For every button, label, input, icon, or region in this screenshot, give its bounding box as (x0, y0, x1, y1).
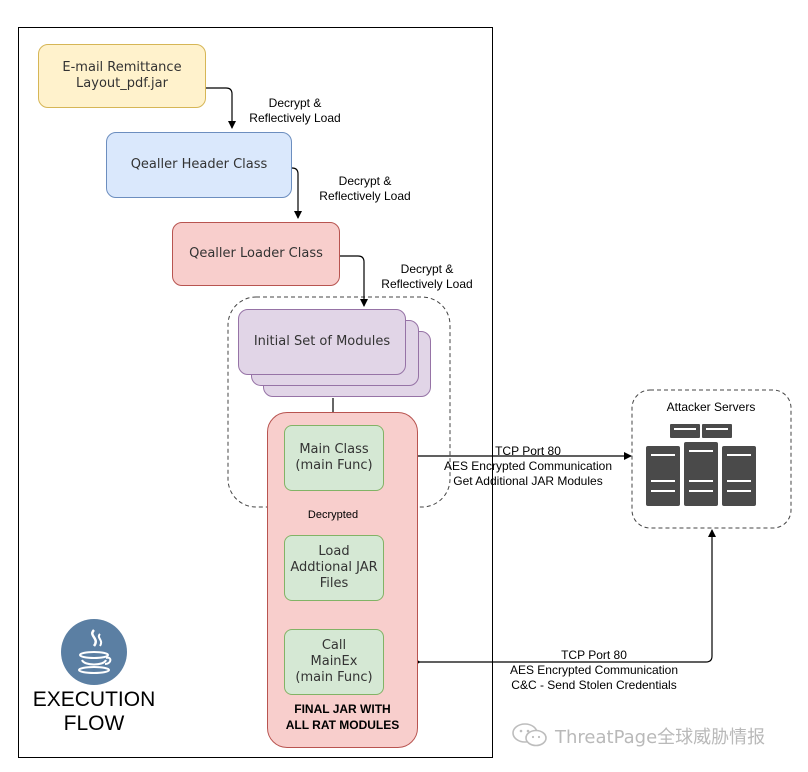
load-jar-node: Load Addtional JAR Files (284, 535, 384, 601)
main-class-node: Main Class (main Func) (284, 425, 384, 491)
email-jar-node: E-mail Remittance Layout_pdf.jar (38, 44, 206, 108)
wechat-icon (512, 723, 547, 747)
loader-class-node: Qealler Loader Class (172, 222, 340, 286)
server-group-outline (631, 389, 792, 529)
java-logo-icon (61, 619, 127, 685)
loader-class-label: Qealler Loader Class (189, 246, 323, 261)
edge-label-decrypt-3: Decrypt & Reflectively Load (381, 262, 473, 291)
edge-label-decrypt-1: Decrypt & Reflectively Load (249, 96, 341, 125)
initial-modules-node: Initial Set of Modules (238, 309, 406, 375)
edge-label-tcp-1: TCP Port 80 AES Encrypted Communication … (443, 444, 613, 488)
execution-frame (18, 27, 493, 758)
attacker-servers-label: Attacker Servers (666, 400, 756, 414)
edge-label-decrypted: Decrypted (298, 508, 368, 523)
call-mainex-label: Call MainEx (main Func) (295, 638, 373, 685)
email-jar-label: E-mail Remittance Layout_pdf.jar (62, 60, 182, 91)
main-class-label: Main Class (main Func) (295, 442, 373, 473)
edge-header-to-loader (291, 167, 302, 219)
execution-flow-title: EXECUTION FLOW (32, 688, 156, 735)
edge-loader-to-modules (340, 255, 368, 307)
server-rack-icon (646, 424, 756, 506)
edge-email-to-header (205, 87, 236, 129)
edge-call-to-servers (413, 529, 716, 666)
edge-label-tcp-2: TCP Port 80 AES Encrypted Communication … (509, 648, 679, 692)
initial-modules-label: Initial Set of Modules (253, 334, 391, 349)
call-mainex-node: Call MainEx (main Func) (284, 629, 384, 695)
load-jar-label: Load Addtional JAR Files (290, 544, 378, 591)
final-jar-label: FINAL JAR WITH ALL RAT MODULES (285, 702, 400, 732)
header-class-node: Qealler Header Class (106, 132, 292, 198)
watermark-text: ThreatPage全球威胁情报 (555, 727, 766, 748)
edge-label-decrypt-2: Decrypt & Reflectively Load (319, 174, 411, 203)
header-class-label: Qealler Header Class (130, 157, 268, 172)
